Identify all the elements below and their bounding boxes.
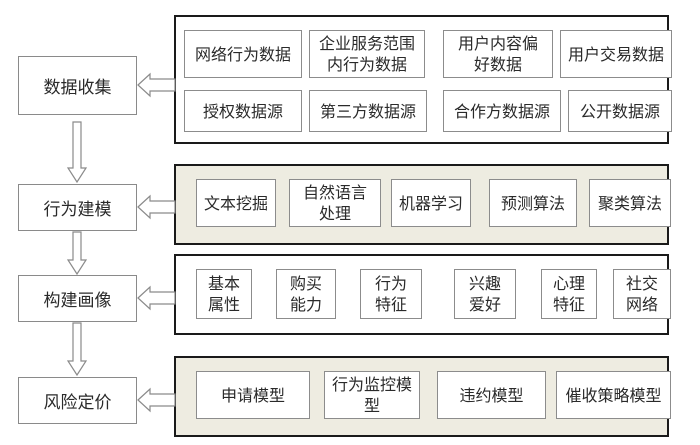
profile-box: 心理 特征 xyxy=(541,269,597,319)
profile-box: 购买 能力 xyxy=(276,269,336,319)
stage-profile-building: 构建画像 xyxy=(18,275,137,322)
panel-behavior-modeling: 文本挖掘 自然语言 处理 机器学习 预测算法 聚类算法 xyxy=(174,164,671,245)
left-arrow-icon xyxy=(137,194,176,220)
down-arrow-icon xyxy=(66,121,88,184)
stage-data-collection: 数据收集 xyxy=(18,56,137,115)
data-source-box: 企业服务范围 内行为数据 xyxy=(309,30,425,78)
profile-box: 兴趣 爱好 xyxy=(454,269,516,319)
box-label: 公开数据源 xyxy=(579,101,660,121)
down-arrow-icon xyxy=(66,231,88,276)
box-label: 企业服务范围 内行为数据 xyxy=(318,34,415,74)
box-label: 基本 属性 xyxy=(207,274,240,314)
box-label: 聚类算法 xyxy=(597,193,662,213)
box-label: 用户交易数据 xyxy=(567,44,664,64)
box-label: 合作方数据源 xyxy=(453,101,550,121)
box-label: 兴趣 爱好 xyxy=(468,274,501,314)
box-label: 行为 特征 xyxy=(374,274,407,314)
method-box: 文本挖掘 xyxy=(196,179,276,227)
box-label: 购买 能力 xyxy=(289,274,322,314)
box-label: 预测算法 xyxy=(500,193,565,213)
box-label: 授权数据源 xyxy=(202,101,283,121)
box-label: 用户内容偏 好数据 xyxy=(457,34,538,74)
left-arrow-icon xyxy=(137,72,176,98)
model-box: 行为监控模 型 xyxy=(324,371,420,419)
stage-label: 行为建模 xyxy=(43,200,112,220)
data-source-box: 合作方数据源 xyxy=(443,90,561,132)
data-source-box: 授权数据源 xyxy=(184,90,302,132)
data-source-box: 用户内容偏 好数据 xyxy=(443,30,553,78)
stage-label: 风险定价 xyxy=(43,393,112,413)
left-arrow-icon xyxy=(137,387,176,413)
box-label: 机器学习 xyxy=(398,193,463,213)
box-label: 心理 特征 xyxy=(552,274,585,314)
stage-behavior-modeling: 行为建模 xyxy=(18,184,137,231)
panel-data-collection: 网络行为数据 企业服务范围 内行为数据 用户内容偏 好数据 用户交易数据 授权数… xyxy=(174,15,672,144)
data-source-box: 公开数据源 xyxy=(568,90,672,132)
box-label: 自然语言 处理 xyxy=(302,183,367,223)
data-source-box: 第三方数据源 xyxy=(309,90,427,132)
method-box: 聚类算法 xyxy=(589,179,671,227)
down-arrow-icon xyxy=(66,322,88,377)
model-box: 申请模型 xyxy=(196,371,310,419)
stage-risk-pricing: 风险定价 xyxy=(18,377,137,424)
data-source-box: 用户交易数据 xyxy=(560,30,672,78)
panel-risk-pricing: 申请模型 行为监控模 型 违约模型 催收策略模型 xyxy=(174,356,671,437)
model-box: 违约模型 xyxy=(437,371,546,419)
stage-label: 数据收集 xyxy=(43,78,112,98)
box-label: 文本挖掘 xyxy=(203,193,268,213)
box-label: 行为监控模 型 xyxy=(331,375,412,415)
method-box: 机器学习 xyxy=(391,179,471,227)
data-source-box: 网络行为数据 xyxy=(184,30,302,78)
profile-box: 基本 属性 xyxy=(196,269,252,319)
box-label: 申请模型 xyxy=(220,385,285,405)
left-arrow-icon xyxy=(137,285,176,311)
box-label: 违约模型 xyxy=(459,385,524,405)
method-box: 预测算法 xyxy=(489,179,577,227)
model-box: 催收策略模型 xyxy=(556,371,671,419)
panel-profile-building: 基本 属性 购买 能力 行为 特征 兴趣 爱好 心理 特征 社交 网络 xyxy=(174,254,671,335)
box-label: 社交 网络 xyxy=(625,274,658,314)
box-label: 第三方数据源 xyxy=(319,101,416,121)
box-label: 催收策略模型 xyxy=(565,385,662,405)
profile-box: 社交 网络 xyxy=(613,269,671,319)
method-box: 自然语言 处理 xyxy=(289,179,381,227)
box-label: 网络行为数据 xyxy=(194,44,291,64)
profile-box: 行为 特征 xyxy=(360,269,422,319)
stage-label: 构建画像 xyxy=(43,291,112,311)
